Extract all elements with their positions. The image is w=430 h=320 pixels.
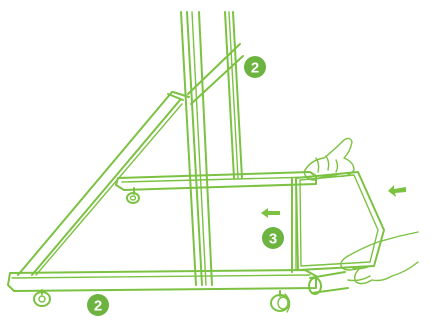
step-badge-2-bottom: 2 <box>87 294 109 316</box>
svg-text:2: 2 <box>94 298 102 315</box>
svg-text:2: 2 <box>251 60 259 77</box>
rear-beam <box>115 171 317 191</box>
upper-hand <box>303 137 355 181</box>
left-arrow-icon <box>388 185 406 197</box>
diagonal-leg <box>17 91 183 276</box>
caster-rear-left <box>126 187 140 204</box>
tray-panel <box>291 171 385 273</box>
step-badge-3: 3 <box>262 227 284 249</box>
step-badge-2-top: 2 <box>244 56 266 78</box>
caster-front-left <box>33 289 51 307</box>
left-arrow-icon <box>261 208 280 218</box>
vertical-post-left <box>180 11 213 286</box>
svg-text:3: 3 <box>269 231 277 248</box>
stand-frame <box>7 11 419 313</box>
caster-front-right <box>270 290 291 313</box>
vertical-post-right <box>224 11 243 179</box>
lower-hand <box>340 231 419 285</box>
base-beam <box>7 269 317 292</box>
upper-brace <box>187 43 244 105</box>
base-end-cap <box>308 271 349 295</box>
